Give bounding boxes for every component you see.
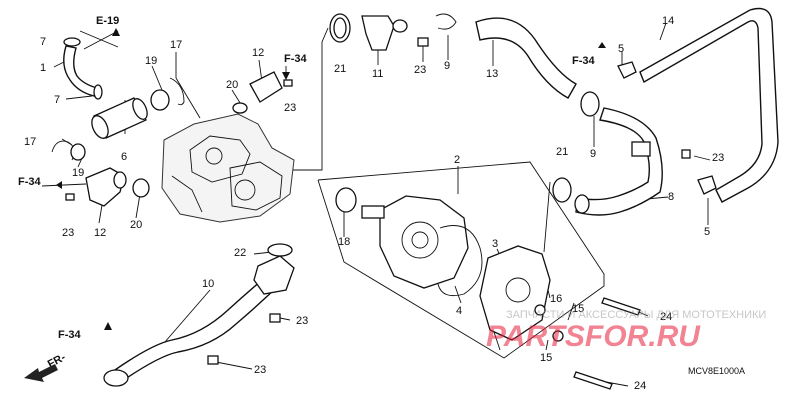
callout-20: 20	[130, 219, 142, 231]
arrow-up-icon	[598, 42, 606, 48]
diagram-code: MCV8E1000A	[688, 366, 745, 376]
callout-2: 2	[454, 154, 460, 166]
reference-labels: E-19 F-34 F-34 F-34 F-34 FR-	[18, 15, 596, 371]
part-shapes	[51, 7, 779, 390]
callout-9: 9	[444, 60, 450, 72]
ref-f34: F-34	[58, 329, 82, 341]
callout-15: 15	[540, 352, 552, 364]
callout-22: 22	[234, 247, 246, 259]
callout-23: 23	[284, 102, 296, 114]
callout-numbers: 7 1 7 19 17 20 12 23 6 17 19 21 11 23 9 …	[24, 15, 724, 392]
callout-7: 7	[40, 36, 46, 48]
callout-21: 21	[556, 146, 568, 158]
arrow-left-icon	[56, 181, 62, 189]
callout-23: 23	[254, 364, 266, 376]
arrow-down-icon	[282, 72, 290, 80]
callout-5: 5	[618, 43, 624, 55]
callout-12: 12	[252, 47, 264, 59]
callout-23: 23	[712, 152, 724, 164]
callout-11: 11	[372, 68, 383, 80]
watermark-logo: PARTSFOR.RU	[486, 320, 701, 353]
callout-14: 14	[662, 15, 674, 27]
water-pump	[335, 187, 564, 342]
callout-24: 24	[660, 311, 672, 323]
watermark: ЗАПЧАСТИ И АКСЕССУАРЫ ДЛЯ МОТОТЕХНИКИ PA…	[486, 309, 766, 353]
ref-f34: F-34	[572, 55, 596, 67]
callout-3: 3	[492, 238, 498, 250]
callout-23: 23	[296, 315, 308, 327]
ref-e19: E-19	[96, 15, 119, 27]
callout-17: 17	[24, 136, 36, 148]
callout-7: 7	[54, 94, 60, 106]
callout-12: 12	[94, 227, 106, 239]
arrow-up-icon	[112, 28, 120, 36]
callout-18: 18	[338, 236, 350, 248]
callout-23: 23	[62, 227, 74, 239]
watermark-line: ЗАПЧАСТИ И АКСЕССУАРЫ ДЛЯ МОТОТЕХНИКИ	[506, 309, 766, 321]
callout-16: 16	[550, 293, 562, 305]
callout-8: 8	[668, 191, 674, 203]
front-arrow-icon	[24, 364, 58, 382]
callout-9: 9	[590, 148, 596, 160]
callout-21: 21	[334, 63, 346, 75]
callout-1: 1	[40, 62, 46, 74]
ref-f34: F-34	[18, 176, 42, 188]
callout-23: 23	[414, 64, 426, 76]
callout-19: 19	[72, 167, 84, 179]
callout-5: 5	[704, 226, 710, 238]
ref-f34: F-34	[284, 53, 308, 65]
callout-17: 17	[170, 39, 182, 51]
callout-24: 24	[634, 380, 646, 392]
arrow-up-icon	[104, 322, 112, 330]
callout-13: 13	[486, 68, 498, 80]
engine-block	[161, 113, 295, 223]
callout-6: 6	[121, 151, 127, 163]
callout-19: 19	[145, 55, 157, 67]
callout-4: 4	[456, 305, 462, 317]
callout-15: 15	[572, 303, 584, 315]
reference-arrows	[24, 28, 606, 382]
callout-20: 20	[226, 79, 238, 91]
leader-lines	[41, 22, 711, 387]
callout-10: 10	[202, 278, 214, 290]
